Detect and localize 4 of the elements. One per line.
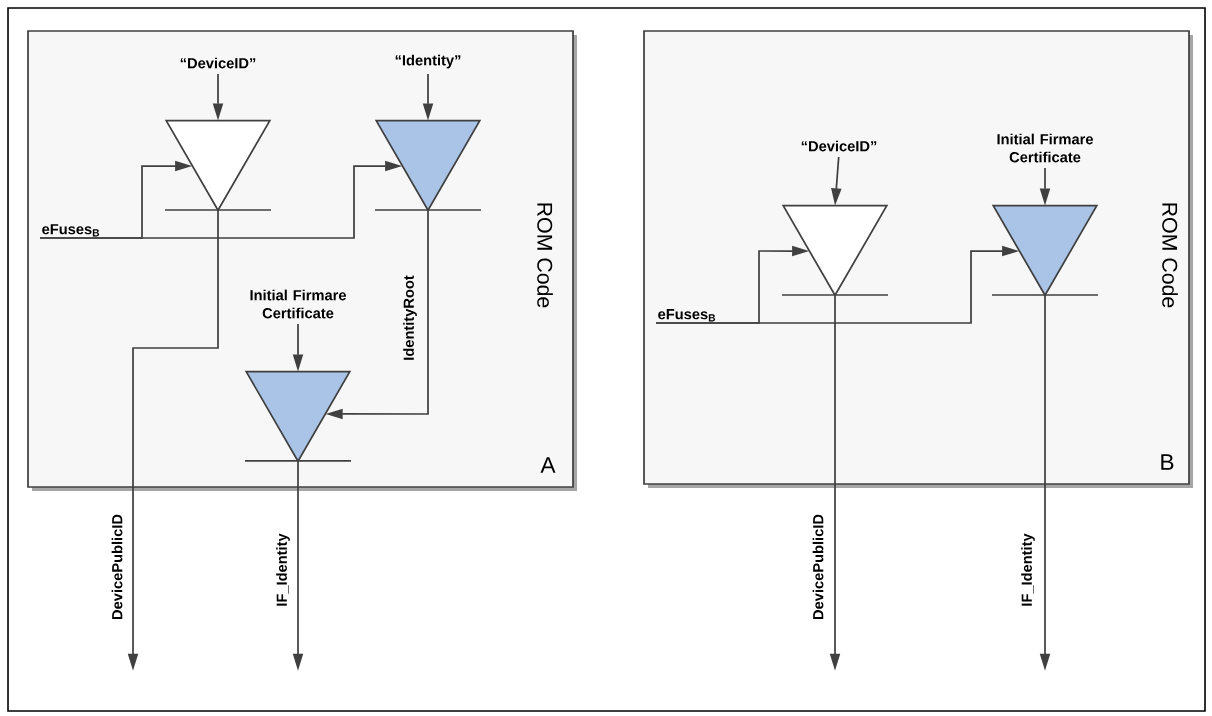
edge-label: IF_Identity [276, 533, 290, 606]
edge-label: DevicePublicID [111, 514, 123, 619]
edge-label: DevicePublicID [812, 514, 824, 619]
edge-label: IF_Identity [1021, 533, 1035, 606]
